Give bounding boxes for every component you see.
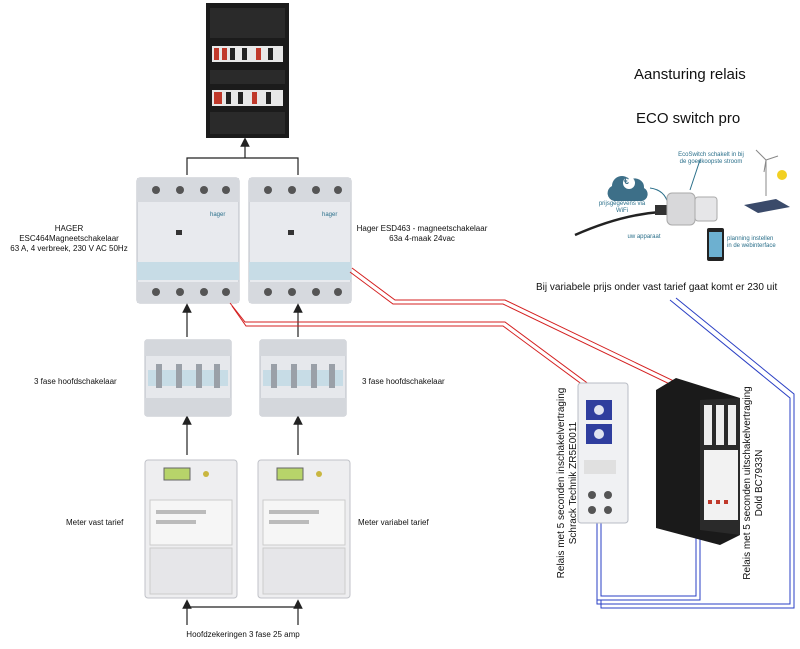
sun-icon bbox=[777, 170, 787, 180]
meter-2 bbox=[257, 459, 351, 599]
contactor-2-brand: hager bbox=[322, 212, 338, 218]
red-wires bbox=[229, 267, 681, 389]
ecoswitch-illustration bbox=[574, 149, 790, 261]
main-switch-2 bbox=[259, 339, 347, 417]
cloud-euro-icon: € bbox=[624, 176, 630, 186]
fuses-label: Hoofdzekeringen 3 fase 25 amp bbox=[186, 630, 300, 639]
relay-1-label: Relais met 5 seconden inschakelvertragin… bbox=[556, 387, 579, 579]
callout-planning: planning instellen in de webinterface bbox=[727, 236, 776, 249]
wind-turbine-icon bbox=[755, 149, 779, 196]
meter-1-label: Meter vast tarief bbox=[66, 518, 124, 527]
flow-lines bbox=[182, 137, 303, 625]
switch-2-label: 3 fase hoofdschakelaar bbox=[362, 377, 445, 386]
variable-note: Bij variabele prijs onder vast tarief ga… bbox=[536, 282, 778, 293]
relay-2-label: Relais met 5 seconden uitschakelvertragi… bbox=[742, 386, 765, 580]
relay-1 bbox=[577, 382, 629, 524]
product-title: ECO switch pro bbox=[636, 110, 741, 127]
blue-wires bbox=[596, 297, 795, 609]
relay-2 bbox=[656, 378, 740, 545]
contactor-2 bbox=[248, 177, 352, 304]
callout-device: uw apparaat bbox=[627, 234, 661, 240]
power-plug-icon bbox=[655, 205, 667, 215]
callout-wifi: prijsgegevens via WiFi bbox=[598, 201, 646, 214]
contactor-1-label: HAGER ESC464Magneetschakelaar 63 A, 4 ve… bbox=[10, 224, 128, 253]
main-title: Aansturing relais bbox=[634, 66, 746, 83]
contactor-1-brand: hager bbox=[210, 212, 226, 218]
distribution-board bbox=[206, 3, 289, 138]
solar-panel-icon bbox=[744, 199, 790, 213]
main-switch-1 bbox=[144, 339, 232, 417]
callout-cheapest: EcoSwitch schakelt in bij de goedkoopste… bbox=[678, 152, 744, 165]
switch-1-label: 3 fase hoofdschakelaar bbox=[34, 377, 117, 386]
meter-2-label: Meter variabel tarief bbox=[358, 518, 429, 527]
contactor-2-label: Hager ESD463 - magneetschakelaar 63a 4-m… bbox=[356, 224, 488, 243]
contactor-1 bbox=[136, 177, 240, 304]
meter-1 bbox=[144, 459, 238, 599]
